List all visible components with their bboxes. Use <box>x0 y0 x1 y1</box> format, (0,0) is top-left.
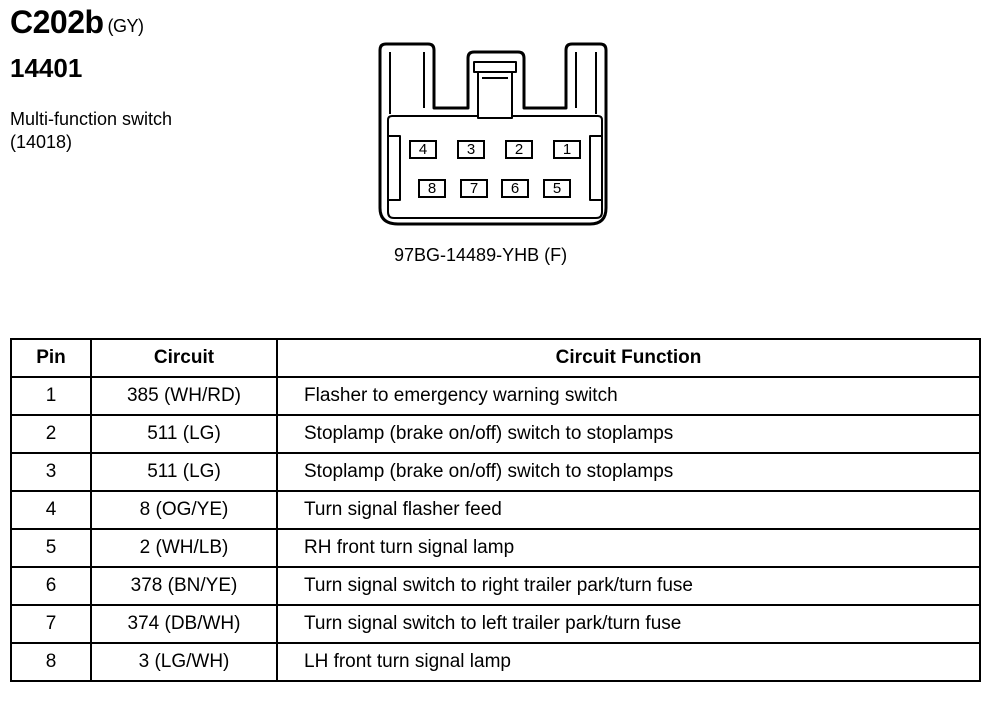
circuit-function-cell: Turn signal switch to left trailer park/… <box>276 604 981 644</box>
table-row: 3 511 (LG) Stoplamp (brake on/off) switc… <box>10 452 981 492</box>
table-row: 8 3 (LG/WH) LH front turn signal lamp <box>10 642 981 682</box>
connector-pin-label: 4 <box>409 140 437 159</box>
pin-cell: 4 <box>10 490 92 530</box>
connector-id-title: C202b(GY) <box>10 2 144 42</box>
connector-color-code: (GY) <box>107 16 145 36</box>
column-header-pin: Pin <box>10 338 92 378</box>
column-header-circuit: Circuit <box>90 338 278 378</box>
left-side-rail <box>388 135 401 201</box>
pin-cell: 1 <box>10 376 92 416</box>
table-row: 1 385 (WH/RD) Flasher to emergency warni… <box>10 376 981 416</box>
pin-cell: 5 <box>10 528 92 568</box>
pin-cell: 8 <box>10 642 92 682</box>
connector-pin-label: 5 <box>543 179 571 198</box>
connector-pin-label: 1 <box>553 140 581 159</box>
table-row: 5 2 (WH/LB) RH front turn signal lamp <box>10 528 981 568</box>
connector-pin-label: 2 <box>505 140 533 159</box>
pin-cell: 7 <box>10 604 92 644</box>
circuit-cell: 2 (WH/LB) <box>90 528 278 568</box>
column-header-circuit-function: Circuit Function <box>276 338 981 378</box>
component-name: Multi-function switch <box>10 109 173 129</box>
connector-inner-face <box>387 115 603 219</box>
circuit-cell: 3 (LG/WH) <box>90 642 278 682</box>
locking-tab-top <box>473 61 517 73</box>
connector-pin-label: 6 <box>501 179 529 198</box>
circuit-cell: 511 (LG) <box>90 452 278 492</box>
connector-housing-outline <box>378 42 608 226</box>
component-part-number: (14018) <box>10 132 73 152</box>
circuit-function-cell: LH front turn signal lamp <box>276 642 981 682</box>
connector-pin-label: 3 <box>457 140 485 159</box>
pin-cell: 3 <box>10 452 92 492</box>
circuit-cell: 8 (OG/YE) <box>90 490 278 530</box>
connector-pin-label: 7 <box>460 179 488 198</box>
connector-id: C202b <box>10 4 104 40</box>
locking-tab <box>477 67 513 119</box>
pinout-table: Pin Circuit Circuit Function 1 385 (WH/R… <box>10 338 981 682</box>
circuit-function-cell: RH front turn signal lamp <box>276 528 981 568</box>
table-row: 6 378 (BN/YE) Turn signal switch to righ… <box>10 566 981 606</box>
circuit-function-cell: Turn signal switch to right trailer park… <box>276 566 981 606</box>
table-row: 2 511 (LG) Stoplamp (brake on/off) switc… <box>10 414 981 454</box>
right-side-rail <box>589 135 602 201</box>
circuit-cell: 385 (WH/RD) <box>90 376 278 416</box>
right-latch-arm <box>575 52 597 114</box>
pin-cell: 6 <box>10 566 92 606</box>
table-row: 4 8 (OG/YE) Turn signal flasher feed <box>10 490 981 530</box>
circuit-cell: 378 (BN/YE) <box>90 566 278 606</box>
circuit-function-cell: Flasher to emergency warning switch <box>276 376 981 416</box>
base-part-number: 14401 <box>10 53 83 83</box>
circuit-function-cell: Stoplamp (brake on/off) switch to stopla… <box>276 452 981 492</box>
table-header-row: Pin Circuit Circuit Function <box>10 338 981 378</box>
table-row: 7 374 (DB/WH) Turn signal switch to left… <box>10 604 981 644</box>
circuit-cell: 374 (DB/WH) <box>90 604 278 644</box>
pin-cell: 2 <box>10 414 92 454</box>
left-latch-arm <box>389 52 425 114</box>
connector-part-number: 97BG-14489-YHB (F) <box>394 245 568 265</box>
connector-face-diagram <box>378 42 608 226</box>
circuit-cell: 511 (LG) <box>90 414 278 454</box>
circuit-function-cell: Turn signal flasher feed <box>276 490 981 530</box>
connector-pin-label: 8 <box>418 179 446 198</box>
circuit-function-cell: Stoplamp (brake on/off) switch to stopla… <box>276 414 981 454</box>
